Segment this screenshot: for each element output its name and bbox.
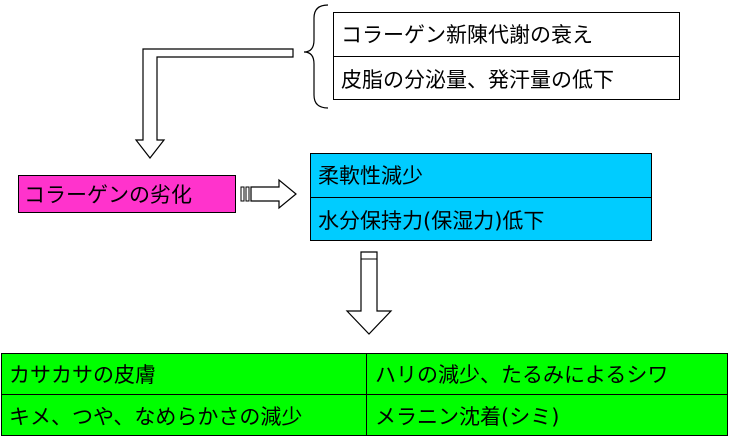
effects-line-2: 水分保持力(保湿力)低下: [318, 208, 545, 233]
collagen-degradation-label: コラーゲンの劣化: [24, 183, 192, 207]
right-arrow-stripe-1: [240, 186, 245, 202]
result-wrinkles: ハリの減少、たるみによるシワ: [375, 362, 669, 387]
results-h-divider: [1, 394, 728, 395]
effects-divider: [310, 197, 652, 198]
collagen-degradation-box: [18, 175, 236, 213]
causes-divider: [333, 56, 680, 57]
results-v-divider: [366, 353, 367, 436]
result-pigmentation: メラニン沈着(シミ): [375, 404, 560, 429]
result-dry-skin: カサカサの皮膚: [9, 362, 156, 387]
right-arrow: [250, 178, 297, 210]
result-texture-loss: キメ、つや、なめらかさの減少: [9, 404, 303, 429]
effects-line-1: 柔軟性減少: [318, 164, 423, 188]
brace: [303, 4, 329, 109]
causes-line-2: 皮脂の分泌量、発汗量の低下: [341, 67, 614, 92]
right-arrow-stripe-2: [245, 186, 250, 202]
causes-line-1: コラーゲン新陳代謝の衰え: [341, 23, 593, 47]
down-arrow: [345, 251, 393, 335]
elbow-arrow: [134, 48, 294, 159]
